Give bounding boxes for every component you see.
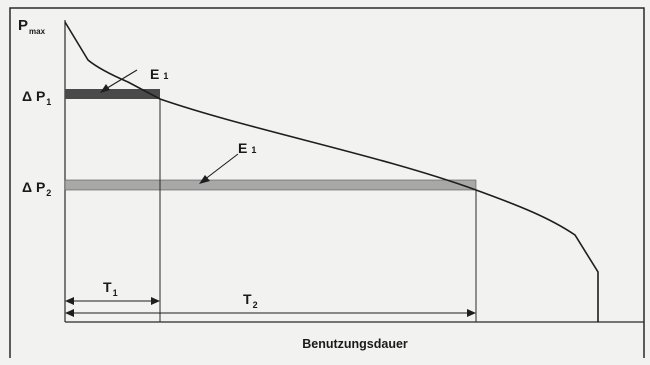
x-axis-label: Benutzungsdauer — [302, 337, 408, 351]
t1-arrowhead-right — [151, 297, 160, 305]
t2-arrowhead-right — [467, 309, 476, 317]
delta-p1-label: Δ P1 — [22, 88, 51, 107]
load-duration-curve — [64, 21, 599, 322]
e1-mid-pointer-line — [203, 153, 239, 181]
e1-top-pointer-line — [103, 69, 138, 91]
figure-frame — [9, 7, 645, 358]
e1-top-arrowhead — [100, 84, 110, 93]
t1-label: T1 — [103, 279, 118, 298]
t2-arrowhead-left — [65, 309, 74, 317]
delta-p2-label: Δ P2 — [22, 179, 51, 198]
band-delta-p2 — [64, 179, 477, 191]
t2-label: T2 — [243, 291, 258, 310]
pmax-label: Pmax — [18, 17, 46, 36]
band-delta-p1 — [65, 89, 160, 99]
t1-arrowhead-left — [65, 297, 74, 305]
e1-mid-arrowhead — [199, 175, 210, 184]
